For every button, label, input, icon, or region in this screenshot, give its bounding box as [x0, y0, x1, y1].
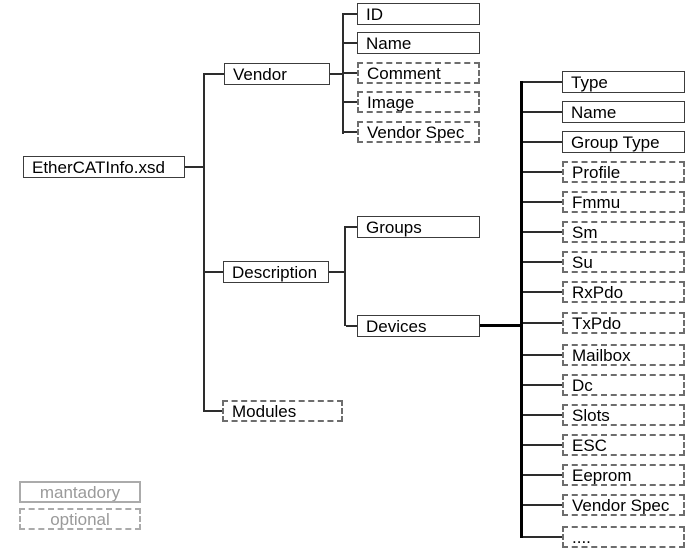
connector-line: [344, 72, 357, 74]
connector-line: [523, 111, 562, 113]
connector-line: [344, 131, 357, 133]
node-device-ellipsis: ....: [562, 526, 685, 548]
node-device-type: Type: [562, 71, 685, 93]
connector-line: [344, 13, 357, 15]
node-device-fmmu: Fmmu: [562, 191, 685, 213]
connector-line: [330, 73, 343, 75]
connector-line: [523, 201, 562, 203]
node-device-profile: Profile: [562, 161, 685, 183]
connector-line: [344, 42, 357, 44]
node-device-su: Su: [562, 251, 685, 273]
node-groups: Groups: [357, 216, 480, 238]
connector-line: [346, 325, 357, 327]
connector-line: [520, 81, 523, 538]
connector-line: [523, 414, 562, 416]
node-vendor-name: Name: [357, 32, 480, 54]
node-device-vendor-spec: Vendor Spec: [562, 494, 685, 516]
connector-line: [523, 291, 562, 293]
connector-line: [205, 410, 222, 412]
connector-line: [480, 324, 521, 327]
node-description: Description: [223, 261, 329, 283]
node-device-txpdo: TxPdo: [562, 312, 685, 334]
legend-optional: optional: [19, 508, 141, 530]
node-device-sm: Sm: [562, 221, 685, 243]
connector-line: [523, 141, 562, 143]
connector-line: [523, 81, 562, 83]
node-vendor-image: Image: [357, 91, 480, 113]
connector-line: [205, 73, 224, 75]
node-device-rxpdo: RxPdo: [562, 281, 685, 303]
node-device-eeprom: Eeprom: [562, 464, 685, 486]
connector-line: [523, 354, 562, 356]
node-device-dc: Dc: [562, 374, 685, 396]
node-devices: Devices: [357, 315, 480, 337]
connector-line: [344, 101, 357, 103]
connector-line: [205, 271, 223, 273]
connector-line: [523, 171, 562, 173]
node-root: EtherCATInfo.xsd: [23, 156, 185, 178]
legend-mandatory: mantadory: [19, 481, 141, 503]
node-vendor: Vendor: [224, 63, 330, 85]
connector-line: [523, 536, 562, 538]
connector-line: [203, 73, 205, 412]
connector-line: [523, 261, 562, 263]
node-device-slots: Slots: [562, 404, 685, 426]
connector-line: [346, 226, 357, 228]
node-device-mailbox: Mailbox: [562, 344, 685, 366]
node-vendor-vendor-spec: Vendor Spec: [357, 121, 480, 143]
connector-line: [344, 226, 346, 326]
connector-line: [523, 384, 562, 386]
node-vendor-comment: Comment: [357, 62, 480, 84]
node-device-esc: ESC: [562, 434, 685, 456]
connector-line: [523, 474, 562, 476]
connector-line: [523, 322, 562, 324]
node-device-group-type: Group Type: [562, 131, 685, 153]
connector-line: [185, 166, 204, 168]
connector-line: [523, 444, 562, 446]
node-device-name: Name: [562, 101, 685, 123]
connector-line: [329, 271, 345, 273]
connector-line: [342, 13, 344, 134]
connector-line: [523, 504, 562, 506]
node-modules: Modules: [222, 400, 343, 422]
connector-line: [523, 231, 562, 233]
node-vendor-id: ID: [357, 3, 480, 25]
